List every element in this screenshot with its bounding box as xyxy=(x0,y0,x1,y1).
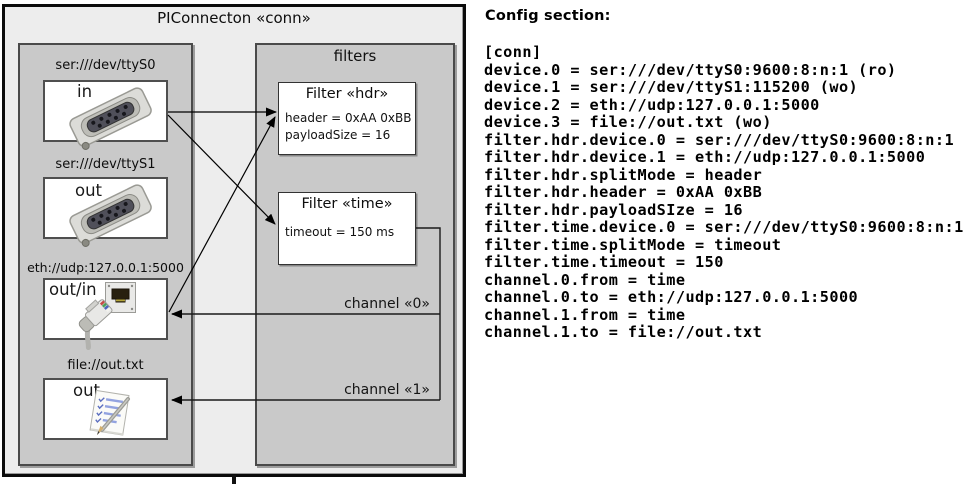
device-box-eth: out/in xyxy=(43,278,168,351)
filter-hdr-title: Filter «hdr» xyxy=(305,86,389,102)
device-label-eth: eth://udp:127.0.0.1:5000 xyxy=(27,260,184,275)
device-label-ttys0: ser:///dev/ttyS0 xyxy=(55,58,156,73)
cursor-tick xyxy=(232,475,236,484)
diagram-title: PIConnecton «conn» xyxy=(157,9,311,27)
channel-1-label: channel «1» xyxy=(344,382,430,398)
filter-time-param-timeout: timeout = 150 ms xyxy=(285,225,395,239)
device-direction: in xyxy=(77,82,93,101)
filters-panel: filters Filter «hdr» header = 0xAA 0xBB … xyxy=(255,43,455,466)
ethernet-plug-icon xyxy=(78,299,113,351)
serial-port-icon xyxy=(69,184,152,247)
device-label-file: file://out.txt xyxy=(67,358,144,373)
config-body: [conn] device.0 = ser:///dev/ttyS0:9600:… xyxy=(484,43,964,341)
device-direction: out xyxy=(75,181,103,200)
filter-hdr-param-payloadsize: payloadSize = 16 xyxy=(285,127,391,142)
device-label-ttys1: ser:///dev/ttyS1 xyxy=(55,157,156,172)
channel-0-label: channel «0» xyxy=(344,296,430,312)
device-box-file: out xyxy=(43,378,168,440)
filter-time-box: Filter «time» timeout = 150 ms xyxy=(278,192,416,265)
filter-time-title: Filter «time» xyxy=(301,196,393,212)
notepad-icon xyxy=(89,389,130,436)
device-direction: out xyxy=(73,381,101,400)
config-heading: Config section: xyxy=(485,8,611,24)
filters-panel-title: filters xyxy=(333,47,377,65)
device-box-ttys1: out xyxy=(43,177,168,247)
devices-panel: ser:///dev/ttyS0 in ser:///dev/ttyS1 out xyxy=(18,43,193,466)
filter-hdr-param-header: header = 0xAA 0xBB xyxy=(285,111,412,125)
serial-port-icon xyxy=(69,87,152,150)
filter-hdr-box: Filter «hdr» header = 0xAA 0xBB payloadS… xyxy=(278,82,416,155)
device-direction: out/in xyxy=(49,280,97,299)
device-box-ttys0: in xyxy=(43,80,168,150)
